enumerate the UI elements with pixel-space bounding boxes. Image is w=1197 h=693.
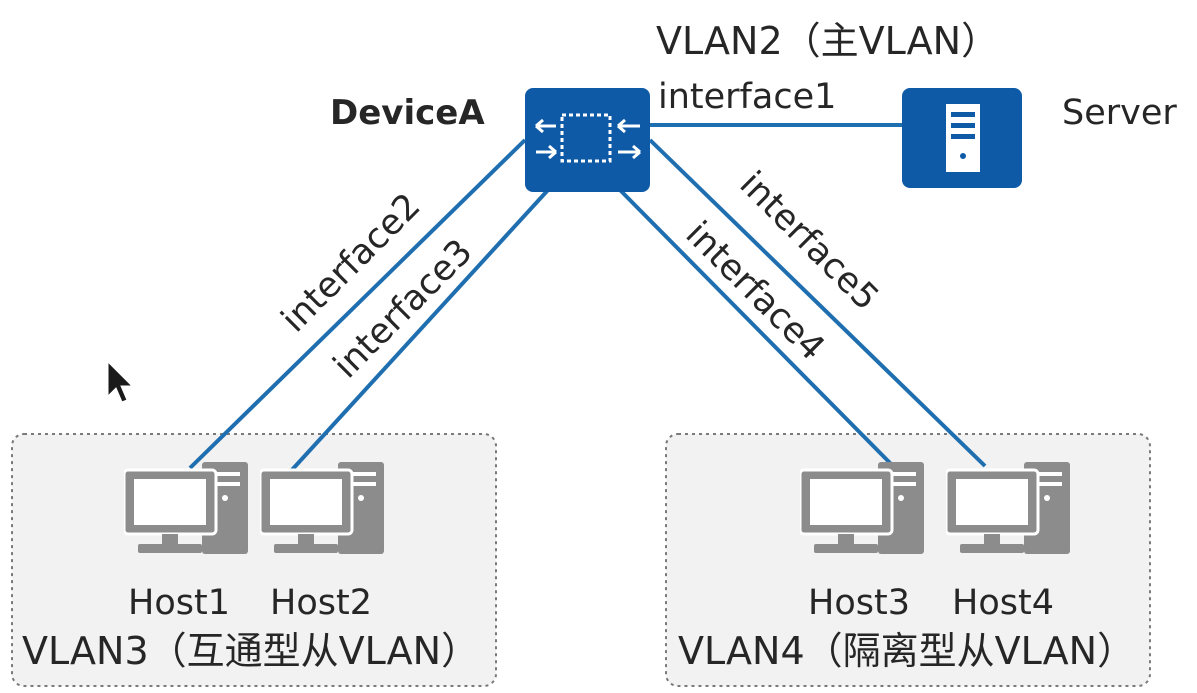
host3-label: Host3 bbox=[808, 583, 910, 623]
primary-vlan-label: VLAN2（主VLAN） bbox=[656, 19, 999, 63]
server-icon[interactable] bbox=[902, 88, 1022, 188]
mouse-cursor-icon bbox=[107, 360, 134, 403]
host1-label: Host1 bbox=[128, 583, 230, 623]
link-interface5 bbox=[648, 138, 987, 468]
server-name-label: Server bbox=[1062, 93, 1177, 133]
link-interface4 bbox=[618, 188, 895, 468]
device-name-label: DeviceA bbox=[330, 93, 485, 133]
interface1-label: interface1 bbox=[658, 77, 836, 117]
link-interface3 bbox=[288, 188, 550, 474]
vlan3-group-label: VLAN3（互通型从VLAN） bbox=[22, 629, 479, 673]
switch-icon[interactable] bbox=[525, 88, 650, 192]
link-interface2 bbox=[188, 138, 527, 470]
host4-label: Host4 bbox=[952, 583, 1054, 623]
host2-label: Host2 bbox=[270, 583, 372, 623]
vlan4-group-label: VLAN4（隔离型从VLAN） bbox=[678, 629, 1135, 673]
